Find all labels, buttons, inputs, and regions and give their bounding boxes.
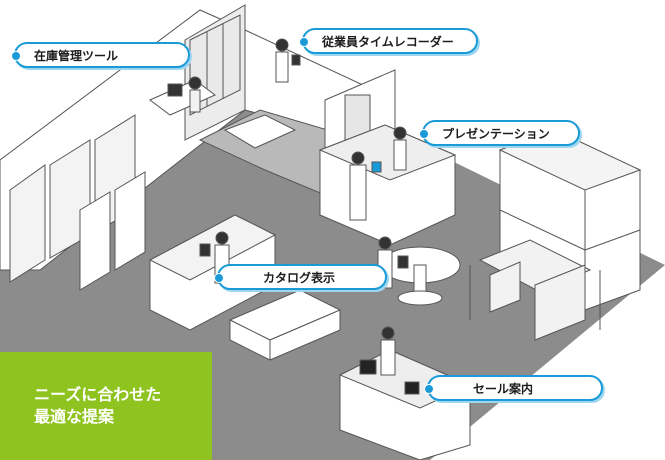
inventory-desk xyxy=(149,76,216,116)
callout-inventory-tool: 在庫管理ツール xyxy=(11,42,190,68)
display-tables xyxy=(228,289,342,361)
presentation-counter xyxy=(318,124,457,246)
callout-timecard: 従業員タイムレコーダー xyxy=(299,28,478,54)
callout-catalog: カタログ表示 xyxy=(214,264,387,290)
callout-label: 在庫管理ツール xyxy=(34,48,119,63)
tableware-shelves xyxy=(148,214,277,331)
headline-line1: ニーズに合わせた xyxy=(34,385,162,404)
callout-label: カタログ表示 xyxy=(263,270,336,285)
fitting-rooms xyxy=(9,114,146,291)
office-table xyxy=(223,114,297,149)
callout-label: セール案内 xyxy=(473,381,534,396)
callout-label: 従業員タイムレコーダー xyxy=(322,34,454,49)
timecard-person xyxy=(275,38,301,83)
callout-presentation: プレゼンテーション xyxy=(419,120,580,146)
clothing-racks xyxy=(469,239,601,341)
callout-marker xyxy=(299,37,309,47)
callout-marker xyxy=(214,273,224,283)
callout-marker xyxy=(419,129,429,139)
callout-marker xyxy=(11,51,21,61)
callout-label: プレゼンテーション xyxy=(442,126,550,141)
headline-banner: ニーズに合わせた 最適な提案 xyxy=(0,352,212,460)
callout-marker xyxy=(424,384,434,394)
callout-sale: セール案内 xyxy=(424,375,603,401)
headline-line2: 最適な提案 xyxy=(34,407,115,426)
